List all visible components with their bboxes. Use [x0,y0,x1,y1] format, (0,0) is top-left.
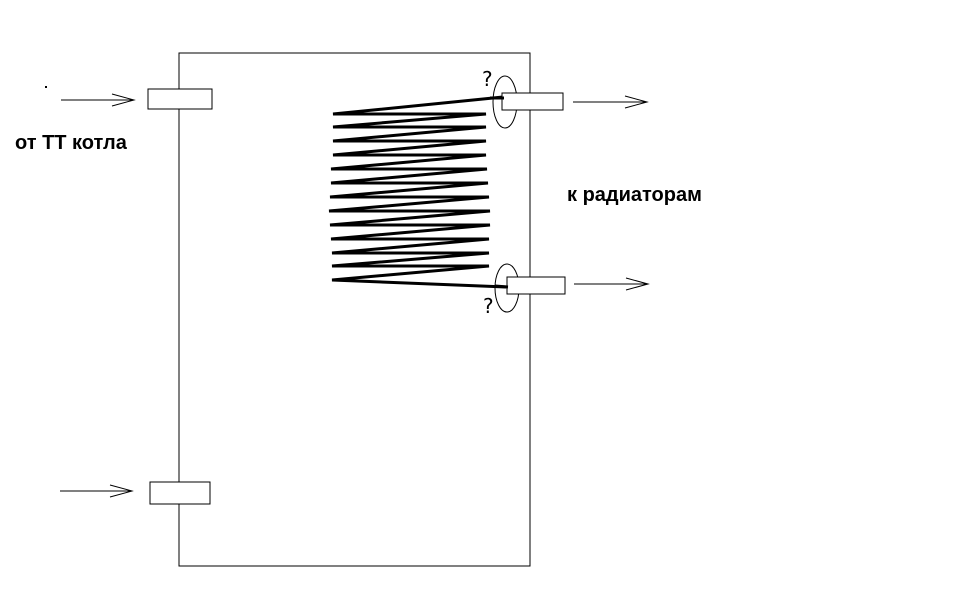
label-to-radiators: к радиаторам [567,184,702,206]
outlet-bottom-arrow [574,277,650,291]
inlet-bottom-arrow [60,484,134,498]
outlet-bottom-pipe [506,276,566,295]
label-from-boiler: от ТТ котла [15,132,127,154]
inlet-bottom-pipe [149,481,211,505]
coil-bottom-link [494,284,509,289]
tank-outline [178,52,531,567]
inlet-top-arrow [61,93,136,107]
question-mark-top: ? [482,67,493,91]
heat-exchanger-coil [328,95,507,289]
question-mark-bottom: ? [483,294,494,318]
inlet-top-pipe [147,88,213,110]
outlet-top-pipe [501,92,564,111]
outlet-top-arrow [573,95,649,109]
stray-dot [45,86,47,88]
